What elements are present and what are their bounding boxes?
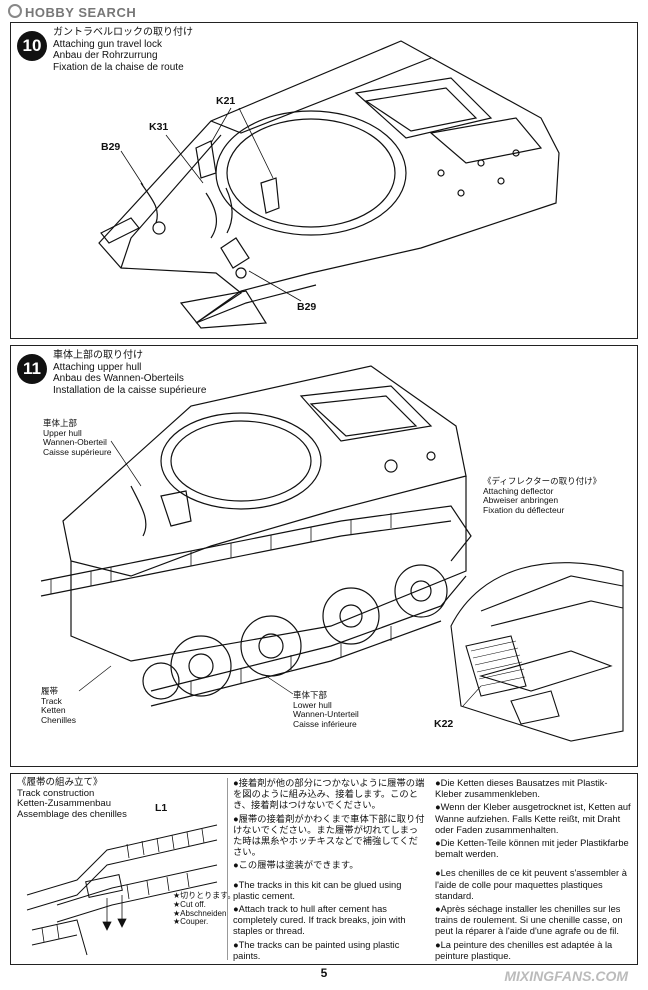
track-construction-jp: 《履帯の組み立て》 — [17, 777, 103, 788]
lower-hull-fr: Caisse inférieure — [293, 718, 357, 729]
note-de-1: ●Die Ketten dieses Bausatzes mit Plastik… — [435, 778, 608, 800]
step11-tank-illustration — [40, 365, 624, 742]
note-fr-1: ●Les chenilles de ce kit peuvent s'assem… — [435, 868, 627, 901]
upper-hull-fr: Caisse supérieure — [43, 446, 112, 457]
track-part-l1: L1 — [155, 802, 168, 814]
page-number: 5 — [320, 966, 328, 980]
cut-en: ★Cut off. — [173, 899, 206, 909]
step10-title-jp: ガントラベルロックの取り付け — [53, 27, 193, 38]
note-de-2: ●Wenn der Kleber ausgetrocknet ist, Kett… — [435, 802, 631, 835]
step10-title-en: Attaching gun travel lock — [53, 38, 162, 50]
notes-divider — [227, 778, 228, 960]
step11-lower-hull-label: 車体下部 Lower hull Wannen-Unterteil Caisse … — [293, 690, 359, 729]
step11-deflector-label: 《ディフレクターの取り付け》 Attaching deflector Abwei… — [483, 476, 602, 515]
deflector-en: Attaching deflector — [483, 485, 554, 496]
cut-fr: ★Couper. — [173, 917, 209, 927]
step11-upper-hull-label: 車体上部 Upper hull Wannen-Oberteil Caisse s… — [43, 418, 112, 457]
deflector-fr: Fixation du déflecteur — [483, 504, 565, 515]
lower-hull-en: Lower hull — [293, 699, 332, 710]
watermark-bottom: MIXINGFANS.COM — [504, 968, 628, 984]
notes-right-column: ●Die Ketten dieses Bausatzes mit Plastik… — [435, 778, 631, 964]
track-de: Ketten — [41, 705, 66, 715]
step10-title: ガントラベルロックの取り付け Attaching gun travel lock… — [53, 27, 193, 73]
step11-title-de: Anbau des Wannen-Oberteils — [53, 373, 184, 384]
note-en-3: ●The tracks can be painted using plastic… — [233, 939, 400, 961]
note-jp-2: ●履帯の接着剤がかわくまで車体下部に取り付けないでください。また履帯が切れてしま… — [233, 813, 425, 858]
note-de-3: ●Die Ketten-Teile können mit jeder Plast… — [435, 838, 629, 860]
cut-jp: ★切りとります。 — [173, 891, 236, 900]
step11-badge: 11 — [17, 354, 47, 384]
track-en: Track — [41, 695, 62, 706]
track-construction-fr: Assemblage des chenilles — [17, 808, 127, 820]
step10-panel: 10 ガントラベルロックの取り付け Attaching gun travel l… — [10, 22, 638, 339]
track-construction-en: Track construction — [17, 787, 95, 799]
track-panel: 《履帯の組み立て》 Track construction Ketten-Zusa… — [10, 773, 638, 965]
cut-de: ★Abschneiden. — [173, 908, 229, 918]
step10-part-k21: K21 — [216, 95, 236, 107]
step11-track-label: 履帯 Track Ketten Chenilles — [41, 686, 76, 725]
step11-part-k22: K22 — [434, 718, 454, 730]
track-construction-de: Ketten-Zusammenbau — [17, 798, 111, 809]
note-jp-3: ●この履帯は塗装ができます。 — [233, 860, 359, 871]
watermark-top: HOBBY SEARCH — [8, 4, 136, 20]
upper-hull-de: Wannen-Oberteil — [43, 437, 107, 447]
step11-title-fr: Installation de la caisse supérieure — [53, 384, 207, 396]
step10-part-b29-right: B29 — [297, 301, 317, 313]
track-jp: 履帯 — [41, 686, 59, 696]
track-assembly-illustration — [26, 824, 218, 956]
note-jp-1: ●接着剤が他の部分につかないように履帯の端を図のように組み込み、接着します。この… — [233, 778, 425, 811]
step10-number: 10 — [22, 36, 42, 55]
lower-hull-jp: 車体下部 — [293, 690, 328, 700]
step11-title-en: Attaching upper hull — [53, 361, 142, 373]
deflector-de: Abweiser anbringen — [483, 495, 559, 505]
note-fr-2: ●Après séchage installer les chenilles s… — [435, 904, 623, 937]
notes-left-column: ●接着剤が他の部分につかないように履帯の端を図のように組み込み、接着します。この… — [233, 778, 425, 964]
step11-title: 車体上部の取り付け Attaching upper hull Anbau des… — [53, 350, 206, 396]
track-cut-label: ★切りとります。 ★Cut off. ★Abschneiden. ★Couper… — [173, 891, 236, 927]
step10-title-fr: Fixation de la chaise de route — [53, 61, 184, 73]
step10-hull-illustration — [98, 40, 560, 329]
deflector-jp: 《ディフレクターの取り付け》 — [483, 476, 602, 486]
upper-hull-en: Upper hull — [43, 427, 82, 438]
step10-part-k31: K31 — [149, 121, 169, 133]
note-en-1: ●The tracks in this kit can be glued usi… — [233, 879, 402, 901]
logo-icon — [8, 4, 22, 18]
step10-badge: 10 — [17, 31, 47, 61]
upper-hull-jp: 車体上部 — [43, 418, 78, 428]
track-fr: Chenilles — [41, 714, 76, 725]
step10-part-b29-left: B29 — [101, 141, 121, 153]
note-fr-3: ●La peinture des chenilles est adaptée à… — [435, 939, 613, 961]
step11-title-jp: 車体上部の取り付け — [53, 350, 143, 361]
lower-hull-de: Wannen-Unterteil — [293, 709, 359, 719]
step11-panel: 11 車体上部の取り付け Attaching upper hull Anbau … — [10, 345, 638, 767]
watermark-top-text: HOBBY SEARCH — [25, 5, 137, 20]
note-en-2: ●Attach track to hull after cement has c… — [233, 904, 406, 937]
step10-title-de: Anbau der Rohrzurrung — [53, 50, 158, 61]
track-construction-title: 《履帯の組み立て》 Track construction Ketten-Zusa… — [17, 777, 127, 820]
step11-number: 11 — [23, 359, 41, 378]
